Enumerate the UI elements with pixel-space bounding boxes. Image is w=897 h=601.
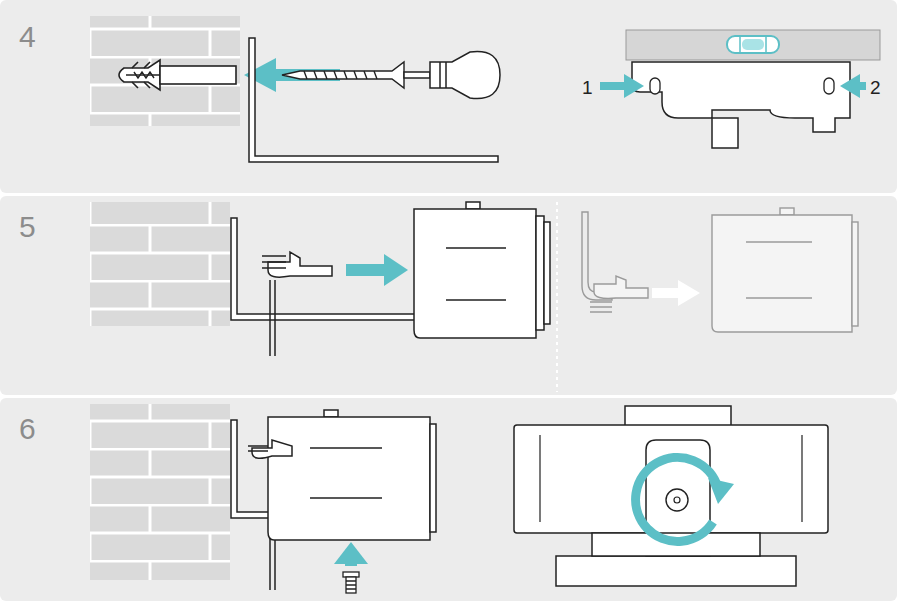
callout-number: 2 [870, 78, 881, 97]
step-number: 4 [19, 22, 36, 52]
step-number: 6 [19, 414, 36, 444]
step-number: 5 [19, 212, 36, 242]
callout-number: 1 [582, 78, 593, 97]
